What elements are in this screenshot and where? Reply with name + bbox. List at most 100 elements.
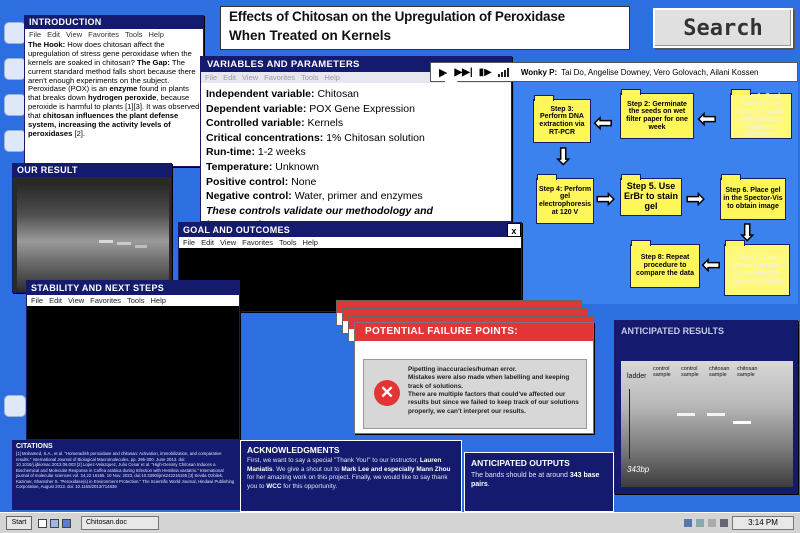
menu-file[interactable]: File bbox=[31, 296, 44, 305]
menu-edit[interactable]: Edit bbox=[49, 296, 63, 305]
result-gel-image bbox=[17, 182, 169, 290]
menu-file[interactable]: File bbox=[29, 30, 42, 39]
menu-help[interactable]: Help bbox=[324, 73, 340, 82]
menu-tools[interactable]: Tools bbox=[125, 30, 143, 39]
goal-outcomes-menu: File Edit View Favorites Tools Help bbox=[179, 237, 521, 248]
play-icon[interactable]: ▶ bbox=[439, 66, 448, 79]
arrow-right-icon: ➡ bbox=[595, 185, 615, 212]
variable-row: Positive control: None bbox=[206, 175, 317, 188]
desktop-icon[interactable] bbox=[4, 22, 26, 44]
citations-panel: CITATIONS [1] Mohamed, S.A., et al. "Hor… bbox=[12, 440, 240, 510]
skip-icon[interactable]: ▶▶| bbox=[454, 66, 473, 78]
anticipated-outputs-panel: ANTICIPATED OUTPUTS The bands should be … bbox=[464, 452, 614, 512]
team-label: Wonky P: bbox=[520, 67, 558, 77]
quick-launch-icon[interactable] bbox=[62, 518, 71, 528]
menu-file[interactable]: File bbox=[205, 73, 218, 82]
step-6-note: Step 6. Place gel in the Spector-Vis to … bbox=[720, 174, 786, 220]
error-icon: ✕ bbox=[374, 380, 400, 406]
clock[interactable]: 3:14 PM bbox=[732, 516, 794, 530]
taskbar-item-document[interactable]: Chitosan.doc bbox=[81, 516, 159, 530]
quick-launch-icon[interactable] bbox=[38, 518, 47, 528]
search-button[interactable]: Search bbox=[653, 8, 793, 48]
desktop-icon[interactable] bbox=[4, 130, 26, 152]
our-result-window: OUR RESULT bbox=[12, 163, 172, 293]
poster-title-line1: Effects of Chitosan on the Upregulation … bbox=[229, 9, 565, 24]
acknowledgments-panel: ACKNOWLEDGMENTS First, we want to say a … bbox=[240, 440, 462, 512]
menu-view[interactable]: View bbox=[242, 73, 259, 82]
menu-view[interactable]: View bbox=[220, 238, 237, 247]
volume-icon[interactable]: ▮▶ bbox=[478, 66, 492, 78]
variable-row: Independent variable: Chitosan bbox=[206, 88, 359, 100]
goal-outcomes-window: GOAL AND OUTCOMES x File Edit View Favorite… bbox=[178, 222, 522, 312]
anticipated-results-title: ANTICIPATED RESULTS bbox=[621, 326, 724, 336]
signal-icon bbox=[497, 67, 509, 77]
arrow-left-icon: ⬅ bbox=[697, 105, 717, 132]
poster-title-line2: When Treated on Kernels bbox=[229, 28, 392, 43]
menu-favorites[interactable]: Favorites bbox=[88, 30, 119, 39]
taskbar: Start Chitosan.doc 3:14 PM bbox=[0, 512, 800, 533]
anticipated-outputs-text: The bands should be at around 343 base p… bbox=[471, 472, 600, 489]
arrow-left-icon: ⬅ bbox=[701, 251, 721, 278]
failure-dialog-body: ✕ Pipetting inaccuracies/human error. Mi… bbox=[363, 359, 587, 429]
citations-text: [1] Mohamed, S.A., et al. "Horseradish p… bbox=[16, 451, 235, 490]
band-size-note: 343bp bbox=[627, 465, 650, 474]
menu-tools[interactable]: Tools bbox=[279, 238, 297, 247]
menu-favorites[interactable]: Favorites bbox=[264, 73, 295, 82]
menu-edit[interactable]: Edit bbox=[201, 238, 215, 247]
variable-row: Run-time: 1-2 weeks bbox=[206, 146, 306, 159]
variable-row: Negative control: Water, primer and enzy… bbox=[206, 190, 423, 203]
failure-points-title: POTENTIAL FAILURE POINTS: bbox=[355, 323, 593, 341]
step-1-note: Step 1: Soak sweet corn seeds in water a… bbox=[730, 89, 792, 139]
menu-edit[interactable]: Edit bbox=[223, 73, 237, 82]
arrow-right-icon: ➡ bbox=[685, 185, 705, 212]
menu-tools[interactable]: Tools bbox=[127, 296, 145, 305]
desktop-icon[interactable] bbox=[4, 94, 26, 116]
step-5-note: Step 5. Use ErBr to stain gel bbox=[620, 174, 682, 216]
introduction-menu: File Edit View Favorites Tools Help bbox=[25, 29, 203, 40]
menu-tools[interactable]: Tools bbox=[301, 73, 319, 82]
poster-title: Effects of Chitosan on the Upregulation … bbox=[220, 6, 630, 50]
menu-view[interactable]: View bbox=[66, 30, 83, 39]
quick-launch-icon[interactable] bbox=[50, 518, 59, 528]
desktop-icon[interactable] bbox=[4, 395, 26, 417]
variables-closing: These controls validate our methodology … bbox=[206, 204, 433, 221]
variables-list: Independent variable: Chitosan Dependent… bbox=[201, 83, 511, 221]
menu-edit[interactable]: Edit bbox=[47, 30, 61, 39]
stability-menu: File Edit View Favorites Tools Help bbox=[27, 295, 239, 306]
desktop-icon[interactable] bbox=[4, 58, 26, 80]
introduction-title: INTRODUCTION bbox=[25, 16, 203, 29]
system-tray: 3:14 PM bbox=[684, 516, 794, 530]
menu-help[interactable]: Help bbox=[148, 30, 164, 39]
tray-icon[interactable] bbox=[684, 519, 692, 527]
menu-view[interactable]: View bbox=[68, 296, 85, 305]
tray-icon[interactable] bbox=[696, 519, 704, 527]
start-button[interactable]: Start bbox=[6, 516, 32, 530]
variable-row: Dependent variable: POX Gene Expression bbox=[206, 102, 415, 115]
step-4-note: Step 4: Perform gel electrophoresis at 1… bbox=[536, 174, 594, 224]
arrow-left-icon: ⬅ bbox=[593, 109, 613, 136]
close-button[interactable]: x bbox=[507, 223, 521, 237]
stability-title: STABILITY AND NEXT STEPS bbox=[27, 281, 239, 295]
menu-file[interactable]: File bbox=[183, 238, 196, 247]
menu-help[interactable]: Help bbox=[302, 238, 318, 247]
variable-row: Critical concentrations: 1% Chitosan sol… bbox=[206, 131, 425, 144]
tray-icon[interactable] bbox=[708, 519, 716, 527]
our-result-title: OUR RESULT bbox=[13, 164, 171, 177]
arrow-down-icon: ⬇ bbox=[553, 143, 573, 170]
anticipated-gel-image: ladder control sample control sample chi… bbox=[621, 361, 793, 487]
menu-favorites[interactable]: Favorites bbox=[242, 238, 273, 247]
acknowledgments-title: ACKNOWLEDGMENTS bbox=[247, 445, 340, 455]
media-player-bar: ▶ ▶▶| ▮▶ Wonky P: Tai Do, Angelise Downe… bbox=[430, 62, 798, 82]
arrow-down-icon: ⬇ bbox=[737, 219, 757, 246]
introduction-window: INTRODUCTION File Edit View Favorites Tools H… bbox=[24, 15, 204, 167]
goal-outcomes-title: GOAL AND OUTCOMES x bbox=[179, 223, 521, 237]
team-members: Tai Do, Angelise Downey, Vero Golovach, … bbox=[561, 67, 759, 77]
tray-icon[interactable] bbox=[720, 519, 728, 527]
stability-window: STABILITY AND NEXT STEPS File Edit View Fav… bbox=[26, 280, 240, 440]
variable-row: Temperature: Unknown bbox=[206, 160, 320, 173]
menu-favorites[interactable]: Favorites bbox=[90, 296, 121, 305]
step-2-note: Step 2: Germinate the seeds on wet filte… bbox=[620, 89, 694, 139]
menu-help[interactable]: Help bbox=[150, 296, 166, 305]
failure-points-window: POTENTIAL FAILURE POINTS: ✕ Pipetting in… bbox=[354, 322, 594, 434]
